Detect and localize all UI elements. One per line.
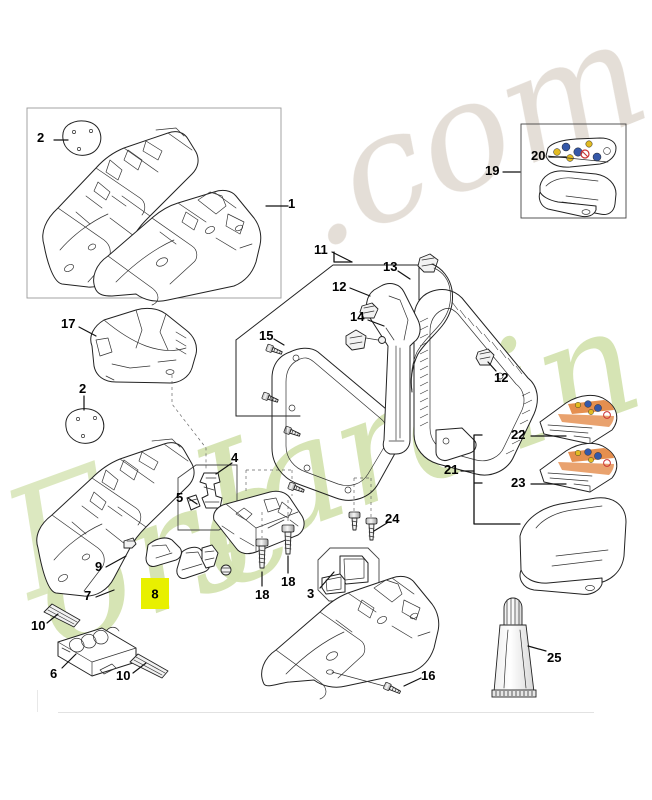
- leader-24: [373, 522, 388, 532]
- callout-label-10b[interactable]: 10: [116, 668, 131, 683]
- group-21-bracket: [473, 434, 521, 525]
- callout-label-21[interactable]: 21: [444, 462, 459, 477]
- part-15-handle-screws: [261, 343, 305, 493]
- part-2-oval-cover-plate-top: [62, 120, 102, 156]
- leader-25: [527, 645, 547, 652]
- callout-label-1[interactable]: 1: [288, 196, 296, 211]
- leader-6: [61, 653, 77, 669]
- leader-15: [273, 338, 285, 346]
- part-20-warning-label: [545, 137, 617, 168]
- callout-label-15[interactable]: 15: [259, 328, 274, 343]
- callout-label-17[interactable]: 17: [61, 316, 76, 331]
- part-1-main-housing-halves: [42, 127, 262, 306]
- leader-3: [319, 571, 335, 589]
- callout-label-22[interactable]: 22: [511, 427, 526, 442]
- callout-label-25[interactable]: 25: [547, 650, 562, 665]
- leader-7: [95, 589, 115, 598]
- part-18-fixing-screw-b: [281, 524, 295, 555]
- part-13-cable-clip: [345, 329, 386, 351]
- part-25-grease-tube: [491, 597, 537, 698]
- callout-label-12a[interactable]: 12: [332, 279, 347, 294]
- callout-label-2b[interactable]: 2: [79, 381, 87, 396]
- part-22-warning-decal-upper: [539, 395, 618, 445]
- part-handle-bow-left: [271, 347, 402, 501]
- part-16-housing-screw: [331, 671, 401, 694]
- callout-label-19[interactable]: 19: [485, 163, 500, 178]
- panel-cover-sticker-box: [520, 123, 627, 219]
- callout-label-7[interactable]: 7: [84, 588, 92, 603]
- leader-14: [367, 319, 385, 327]
- callout-label-20[interactable]: 20: [531, 148, 546, 163]
- part-10-guide-rail-lower: [129, 653, 169, 679]
- callout-label-24[interactable]: 24: [385, 511, 400, 526]
- callout-label-13[interactable]: 13: [383, 259, 398, 274]
- group-11-outline-top: [235, 264, 420, 341]
- callout-label-14[interactable]: 14: [350, 309, 365, 324]
- callout-label-4[interactable]: 4: [231, 450, 239, 465]
- callout-label-11[interactable]: 11: [314, 242, 328, 257]
- part-cable-harness: [410, 263, 453, 393]
- callout-label-3[interactable]: 3: [307, 586, 315, 601]
- leader-10b: [132, 662, 147, 674]
- group-11-tick: [333, 251, 353, 263]
- leader-4: [215, 462, 233, 475]
- footer-tick: [37, 690, 38, 712]
- assembly-line-17: [171, 375, 207, 470]
- callout-label-2a[interactable]: 2: [37, 130, 45, 145]
- callout-label-10a[interactable]: 10: [31, 618, 46, 633]
- highlighted-part-number: 8: [151, 586, 159, 601]
- part-24-cover-screws: [348, 511, 378, 541]
- leader-10a: [46, 613, 59, 624]
- leader-17: [78, 326, 97, 337]
- part-lower-body-right: [261, 575, 440, 700]
- part-19-chain-cover: [538, 170, 617, 218]
- part-23-warning-decal-lower: [539, 443, 618, 493]
- leader-16: [403, 677, 422, 687]
- callout-label-9[interactable]: 9: [95, 559, 103, 574]
- part-8-trigger-latch: [176, 544, 219, 579]
- leader-5: [187, 497, 198, 505]
- leader-9: [105, 555, 127, 568]
- callout-label-23[interactable]: 23: [511, 475, 526, 490]
- callout-label-6[interactable]: 6: [50, 666, 58, 681]
- callout-label-18b[interactable]: 18: [281, 574, 296, 589]
- part-10-guide-rail-upper: [43, 603, 81, 628]
- part-12-handle-clamp-upper: [417, 253, 439, 273]
- leader-13: [397, 270, 411, 280]
- highlighted-part-8-badge[interactable]: 8: [141, 578, 169, 609]
- part-12-handle-clamp-mid: [359, 302, 379, 319]
- part-18-fixing-screw-a: [255, 538, 269, 569]
- leader-11: [331, 251, 353, 263]
- part-2-oval-cover-plate-lower: [65, 408, 105, 444]
- footer-rule: [58, 712, 594, 713]
- callout-leader-lines: [46, 139, 567, 687]
- leader-12b: [487, 361, 497, 372]
- part-pivot-ball: [220, 564, 232, 576]
- callout-label-16[interactable]: 16: [421, 668, 436, 683]
- part-handle-frame-right: [413, 289, 538, 476]
- part-motor-gearbox-block: [213, 490, 305, 555]
- callout-label-18a[interactable]: 18: [255, 587, 270, 602]
- leader-12a: [349, 287, 371, 297]
- callout-label-12b[interactable]: 12: [494, 370, 509, 385]
- callout-label-5[interactable]: 5: [176, 490, 184, 505]
- part-17-top-cover: [90, 307, 197, 384]
- part-9-pivot-pin: [123, 537, 137, 549]
- part-lower-housing-left: [36, 438, 195, 597]
- part-chain-cover-large: [519, 497, 627, 595]
